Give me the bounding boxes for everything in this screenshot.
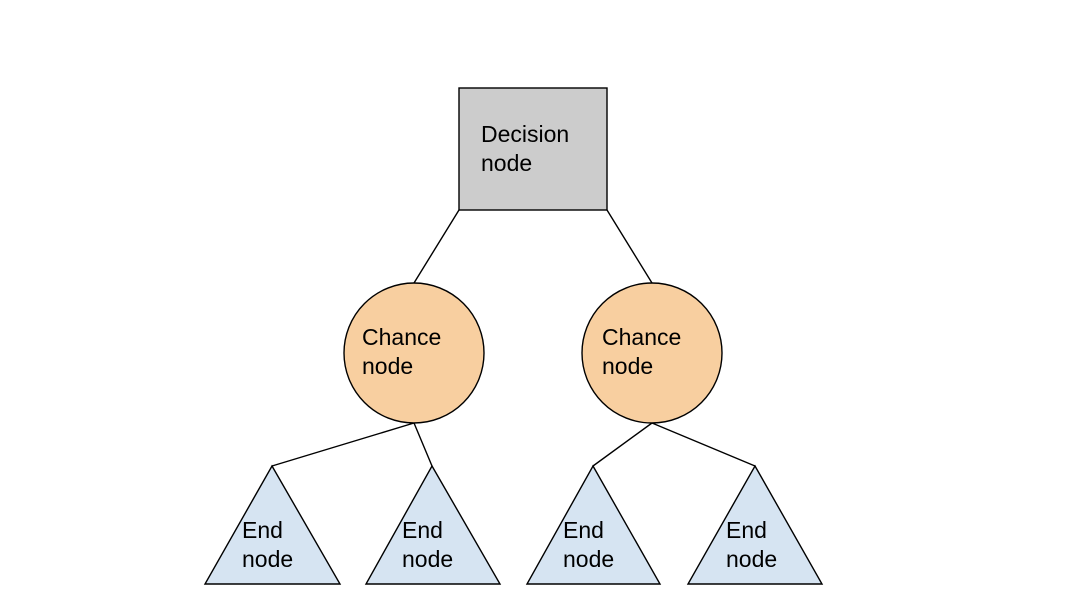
end-node-4-triangle[interactable] — [686, 464, 824, 585]
end-node-2-triangle[interactable] — [364, 464, 502, 585]
edge-decision-to-chance-left — [413, 209, 460, 284]
end-node-3-triangle[interactable] — [525, 464, 662, 585]
edge-chance-left-to-end-2 — [413, 422, 433, 467]
node-shape-group — [203, 87, 824, 585]
end-node-1-triangle[interactable] — [203, 464, 342, 585]
chance-node-right-circle[interactable] — [581, 282, 723, 424]
chance-node-left-circle[interactable] — [343, 282, 485, 424]
edge-chance-right-to-end-3 — [592, 422, 653, 467]
edge-chance-right-to-end-4 — [651, 422, 756, 467]
decision-node-rect[interactable] — [458, 87, 608, 211]
edge-chance-left-to-end-1 — [271, 422, 415, 467]
edge-group — [271, 209, 756, 467]
edge-decision-to-chance-right — [606, 209, 653, 284]
